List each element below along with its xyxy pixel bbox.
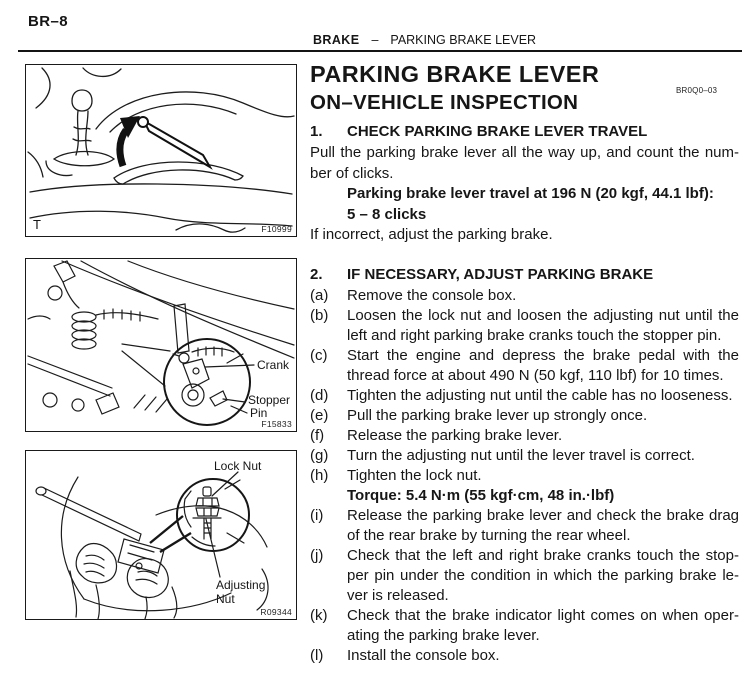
adjusting-nut-label-line2: Nut [216, 592, 235, 606]
list-item-d: (d) Tighten the adjusting nut until the … [310, 386, 733, 404]
list-item-h: (h) Tighten the lock nut. Torque: 5.4 N·… [310, 466, 739, 506]
item-h-text: Tighten the lock nut. [347, 466, 482, 484]
callout-wedge-lines [149, 515, 192, 554]
list-item-a: (a) Remove the console box. [310, 286, 517, 304]
list-item-f: (f) Release the parking brake lever. [310, 426, 563, 444]
step2-heading-row: 2. IF NECESSARY, ADJUST PARKING BRAKE [310, 265, 739, 285]
list-item-b: (b) Loosen the lock nut and loosen the a… [310, 306, 739, 344]
page-title: PARKING BRAKE LEVER [310, 61, 600, 87]
figure1-code: F10999 [261, 224, 292, 234]
crank-label: Crank [257, 358, 290, 372]
list-item-j: (j) Check that the left and right brake … [310, 546, 739, 604]
running-header-title: PARKING BRAKE LEVER [390, 33, 537, 47]
running-header-section: BRAKE [313, 33, 360, 47]
step1-spec-line2: 5 – 8 clicks [347, 205, 427, 223]
stopper-pin-leader-line [222, 398, 246, 403]
list-item-i: (i) Release the parking brake lever and … [310, 506, 739, 544]
figure2-code: F15833 [261, 419, 292, 429]
running-header-dash: – [371, 33, 379, 47]
parking-brake-lever-shape [137, 116, 213, 170]
step1-number: 1. [310, 123, 323, 140]
procedure-column: PARKING BRAKE LEVER ON–VEHICLE INSPECTIO… [310, 60, 739, 666]
list-item-k: (k) Check that the brake indicator light… [310, 606, 739, 644]
step1-body: Pull the parking brake lever all the way… [310, 144, 739, 182]
lock-nut-label: Lock Nut [214, 459, 262, 473]
adjusting-nut-leader-line [205, 518, 221, 578]
running-header: BRAKE–PARKING BRAKE LEVER [313, 33, 536, 47]
crank-leader-line [204, 364, 255, 368]
section-subtitle: ON–VEHICLE INSPECTION [310, 91, 579, 114]
step2-item-list: (a) Remove the console box. (b) Loosen t… [310, 286, 739, 666]
step2-number: 2. [310, 265, 323, 283]
lock-nut-leader-line [211, 471, 239, 497]
pull-up-arrow-head [120, 116, 140, 138]
step2-heading: IF NECESSARY, ADJUST PARKING BRAKE [347, 265, 654, 283]
list-item-e: (e) Pull the parking brake lever up stro… [310, 406, 648, 424]
page-number: BR–8 [28, 13, 68, 30]
document-code: BR0Q0–03 [676, 86, 718, 95]
crank-stopper-illustration [27, 260, 295, 426]
lever-travel-illustration [27, 67, 295, 233]
torque-spec: Torque: 5.4 N·m (55 kgf·cm, 48 in.·lbf) [347, 486, 615, 504]
adjusting-nut-label-line1: Adjusting [216, 578, 266, 592]
figure-lever-travel: T F10999 [25, 64, 297, 237]
adjusting-nut-illustration [35, 471, 269, 619]
pull-up-arrow-shaft [116, 127, 129, 168]
step1-spec-line1: Parking brake lever travel at 196 N (20 … [347, 185, 714, 202]
list-item-c: (c) Start the engine and depress the bra… [310, 346, 739, 384]
figure-lock-adjusting-nut: Lock Nut Adjusting Nut R09344 [25, 450, 297, 620]
stopper-pin-label-line2: Pin [250, 406, 268, 420]
figure1-corner-label: T [33, 217, 41, 232]
step1-heading: CHECK PARKING BRAKE LEVER TRAVEL [347, 123, 648, 140]
figure3-code: R09344 [260, 607, 292, 617]
header-rule [18, 50, 742, 52]
step1-heading-row: 1. CHECK PARKING BRAKE LEVER TRAVEL [310, 122, 739, 142]
list-item-g: (g) Turn the adjusting nut until the lev… [310, 446, 695, 464]
stopper-pin-label-line1: Stopper [248, 393, 291, 407]
figure-crank-stopper-pin: Crank Stopper Pin F15833 [25, 258, 297, 432]
detail-callout-circle [163, 338, 251, 426]
detail-callout-circle [176, 478, 250, 552]
list-item-l: (l) Install the console box. [310, 646, 500, 664]
step1-note: If incorrect, adjust the parking brake. [310, 226, 553, 243]
